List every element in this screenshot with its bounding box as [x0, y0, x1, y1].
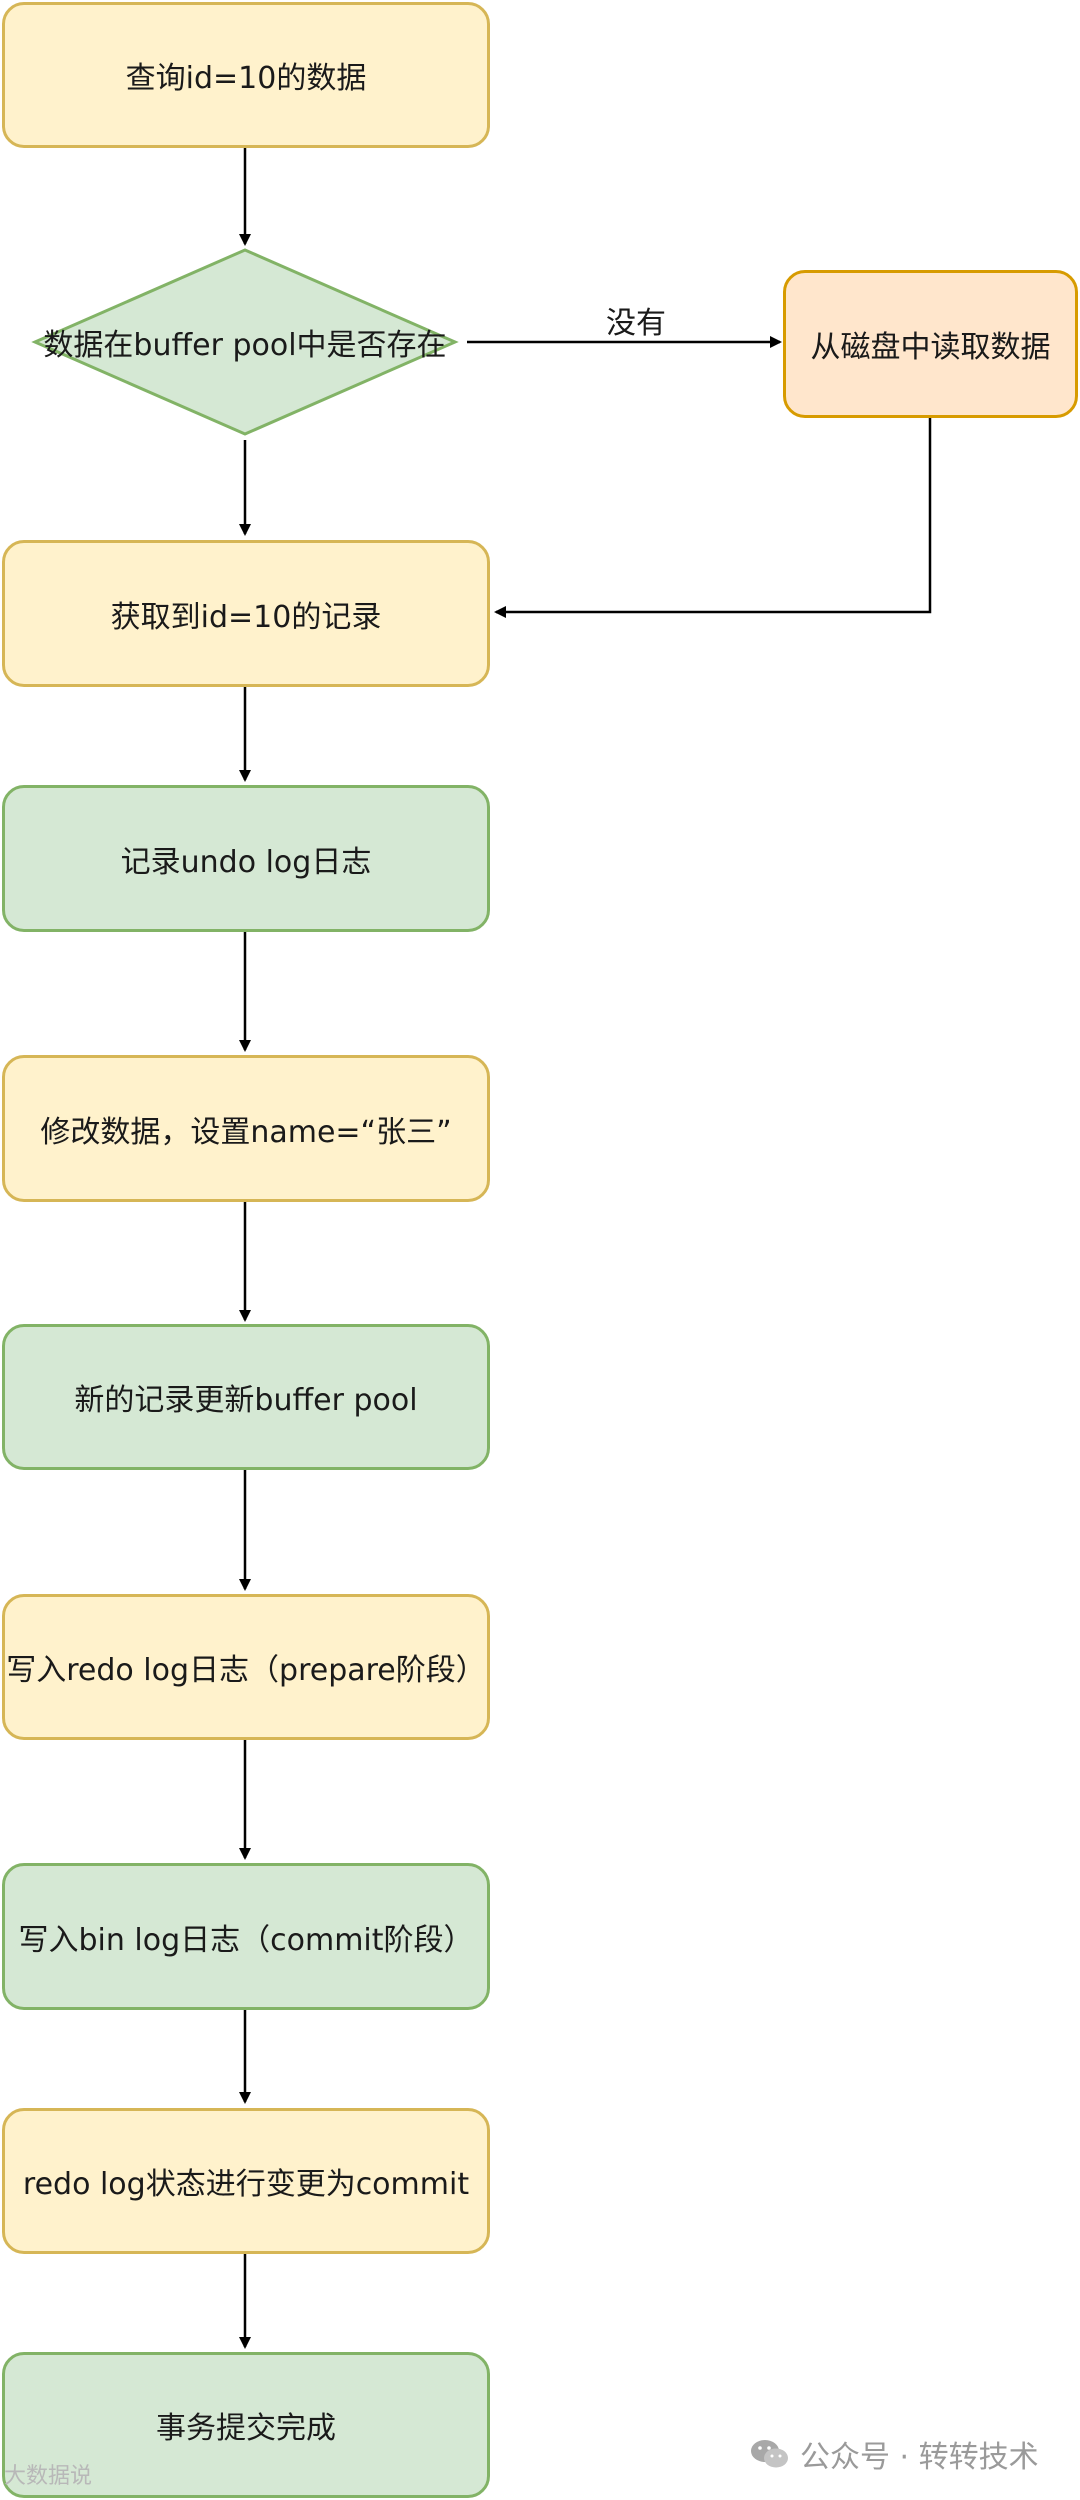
node-decision-label: 数据在buffer pool中是否存在 [43, 328, 447, 363]
node-query-label: 查询id=10的数据 [125, 61, 367, 96]
node-done-label: 事务提交完成 [156, 2411, 336, 2446]
watermark-right-label: 公众号 · 转转技术 [800, 2440, 1039, 2475]
node-modify-label: 修改数据，设置name=“张三” [40, 1114, 452, 1150]
node-decision: 数据在buffer pool中是否存在 [35, 300, 455, 384]
node-binlog-commit-label: 写入bin log日志（commit阶段） [18, 1922, 474, 1958]
node-done: 事务提交完成 [2, 2352, 490, 2498]
node-query: 查询id=10的数据 [2, 2, 490, 148]
node-read-disk: 从磁盘中读取数据 [783, 270, 1078, 418]
watermark-right: 公众号 · 转转技术 [750, 2432, 1039, 2476]
node-redo-prepare: 写入redo log日志（prepare阶段） [2, 1594, 490, 1740]
node-redo-prepare-label: 写入redo log日志（prepare阶段） [6, 1653, 486, 1688]
node-redo-commit-label: redo log状态进行变更为commit [22, 2167, 470, 2202]
edge-label-no: 没有 [606, 306, 666, 341]
node-undo-log: 记录undo log日志 [2, 785, 490, 932]
node-get-record: 获取到id=10的记录 [2, 540, 490, 687]
node-undo-log-label: 记录undo log日志 [120, 844, 372, 880]
node-read-disk-label: 从磁盘中读取数据 [810, 330, 1051, 365]
node-redo-commit: redo log状态进行变更为commit [2, 2108, 490, 2254]
wechat-icon [751, 2440, 788, 2468]
node-modify: 修改数据，设置name=“张三” [2, 1055, 490, 1202]
node-get-record-label: 获取到id=10的记录 [110, 599, 382, 635]
arrow-read-disk-to-get-record [494, 418, 932, 618]
decision-diamond [31, 248, 459, 436]
watermark-left: 大数据说 [4, 2464, 93, 2489]
node-update-pool-label: 新的记录更新buffer pool [74, 1383, 418, 1418]
node-update-pool: 新的记录更新buffer pool [2, 1324, 490, 1470]
node-binlog-commit: 写入bin log日志（commit阶段） [2, 1863, 490, 2010]
